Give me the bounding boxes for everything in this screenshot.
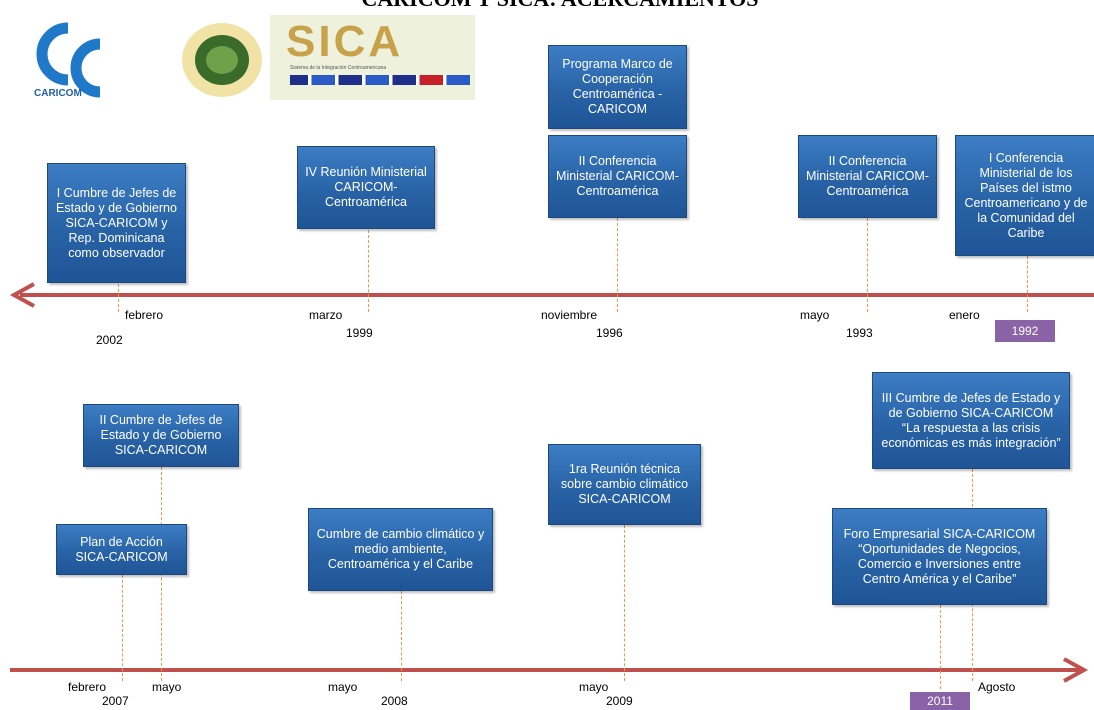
event-box: I Cumbre de Jefes de Estado y de Gobiern… [47, 163, 186, 283]
event-text: Foro Empresarial SICA-CARICOM “Oportunid… [843, 526, 1036, 586]
connector [122, 575, 123, 681]
month-label: febrero [68, 680, 107, 694]
flags-strip [290, 75, 470, 85]
caricom-logo-text: CARICOM [34, 88, 82, 99]
month-label: noviembre [541, 308, 598, 322]
year-label: 2007 [102, 694, 129, 708]
sica-logo-text: SICA [286, 17, 404, 66]
event-text: III Cumbre de Jefes de Estado y de Gobie… [881, 390, 1061, 450]
event-box: IV Reunión Ministerial CARICOM-Centroamé… [297, 146, 435, 229]
year-label: 1993 [846, 326, 873, 340]
sica-emblem [180, 20, 265, 98]
year-highlight: 2011 [910, 692, 970, 710]
connector [867, 218, 868, 312]
event-text: II Cumbre de Jefes de Estado y de Gobier… [99, 413, 223, 457]
event-text: Programa Marco de Cooperación Centroamér… [562, 57, 673, 116]
bottom-arrowhead [1063, 657, 1089, 683]
event-box: II Conferencia Ministerial CARICOM-Centr… [798, 135, 937, 218]
year-label: 2008 [381, 694, 408, 708]
event-text: II Conferencia Ministerial CARICOM-Centr… [556, 154, 679, 198]
caricom-logo: CARICOM [30, 20, 120, 105]
month-label: mayo [579, 680, 609, 694]
event-box: Plan de Acción SICA-CARICOM [56, 524, 187, 575]
month-label: marzo [309, 308, 343, 322]
month-label: febrero [125, 308, 164, 322]
month-label: mayo [800, 308, 830, 322]
event-box: I Conferencia Ministerial de los Países … [955, 135, 1094, 256]
connector [617, 218, 618, 312]
event-text: Cumbre de cambio climático y medio ambie… [316, 527, 485, 571]
sica-logo: SICA Sistema de la Integración Centroame… [270, 15, 475, 100]
sica-logo-subtitle: Sistema de la Integración Centroamerican… [290, 65, 387, 71]
connector [401, 591, 402, 681]
top-arrowhead [9, 282, 35, 308]
event-text: II Conferencia Ministerial CARICOM-Centr… [806, 154, 929, 198]
year-label: 1996 [596, 326, 623, 340]
event-box: Foro Empresarial SICA-CARICOM “Oportunid… [832, 508, 1047, 605]
connector [1027, 256, 1028, 312]
year-highlight: 1992 [995, 320, 1055, 342]
event-text: I Cumbre de Jefes de Estado y de Gobiern… [56, 185, 177, 260]
connector [118, 284, 119, 312]
month-label: mayo [152, 680, 182, 694]
event-box: II Conferencia Ministerial CARICOM-Centr… [548, 135, 687, 218]
month-label: mayo [328, 680, 358, 694]
connector [368, 230, 369, 312]
year-label: 2002 [96, 333, 123, 347]
month-label: Agosto [978, 680, 1016, 694]
event-box: Programa Marco de Cooperación Centroamér… [548, 45, 687, 129]
event-box: III Cumbre de Jefes de Estado y de Gobie… [872, 372, 1070, 469]
event-text: 1ra Reunión técnica sobre cambio climáti… [560, 462, 689, 506]
month-label: enero [949, 308, 980, 322]
year-label: 2009 [606, 694, 633, 708]
year-label: 1999 [346, 326, 373, 340]
event-box: 1ra Reunión técnica sobre cambio climáti… [548, 444, 701, 525]
page-title: CARICOM Y SICA: ACERCAMIENTOS [300, 0, 820, 12]
connector [624, 525, 625, 681]
connector [940, 605, 941, 689]
event-text: IV Reunión Ministerial CARICOM-Centroamé… [305, 165, 427, 209]
event-text: Plan de Acción SICA-CARICOM [75, 534, 168, 564]
event-box: Cumbre de cambio climático y medio ambie… [308, 508, 493, 591]
event-text: I Conferencia Ministerial de los Países … [964, 150, 1088, 240]
event-box: II Cumbre de Jefes de Estado y de Gobier… [83, 404, 239, 467]
